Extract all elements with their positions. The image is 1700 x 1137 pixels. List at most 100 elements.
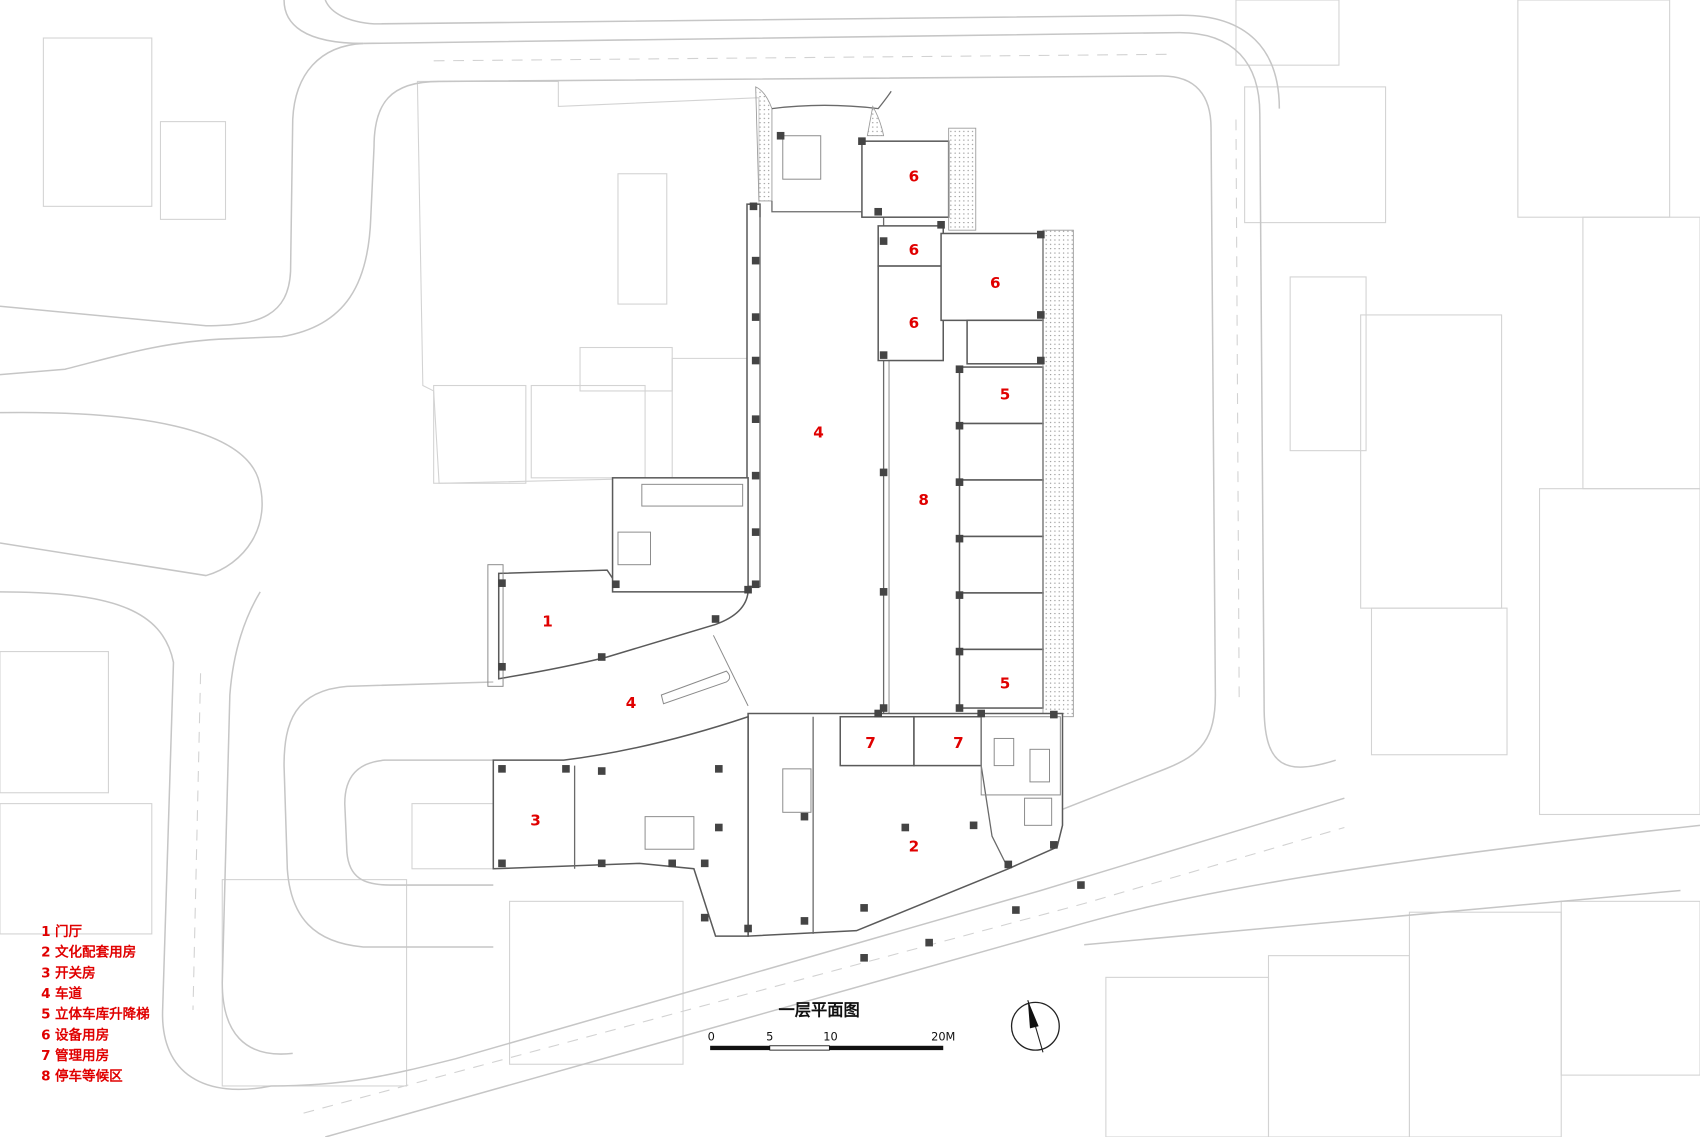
structural-column bbox=[969, 821, 978, 830]
structural-column bbox=[1037, 230, 1045, 239]
structural-column bbox=[1037, 356, 1045, 365]
stair bbox=[980, 716, 1061, 796]
planting-strip bbox=[1042, 229, 1074, 718]
structural-column bbox=[879, 237, 888, 245]
structural-column bbox=[711, 615, 720, 623]
elevator bbox=[617, 531, 651, 566]
scale-label: 0 bbox=[708, 1029, 715, 1043]
scale-label: 10 bbox=[823, 1029, 837, 1043]
parking-lift-room bbox=[958, 592, 1044, 651]
structural-column bbox=[498, 579, 506, 587]
road-centerline bbox=[433, 53, 1171, 62]
structural-column bbox=[879, 704, 888, 712]
road-edge bbox=[221, 591, 293, 1055]
structural-column bbox=[1037, 311, 1045, 319]
structural-column bbox=[700, 859, 709, 868]
structural-column bbox=[751, 471, 760, 480]
core-block bbox=[611, 477, 749, 593]
room-label-management: 7 bbox=[865, 734, 876, 752]
structural-column bbox=[1077, 881, 1085, 889]
room-label-waiting-zone: 8 bbox=[918, 491, 929, 509]
parking-lift-room bbox=[958, 366, 1044, 425]
structural-column bbox=[749, 202, 758, 211]
scale-label: 20M bbox=[931, 1029, 955, 1043]
road-edge bbox=[363, 31, 1336, 768]
road-edge bbox=[344, 759, 494, 886]
structural-column bbox=[562, 765, 570, 773]
structural-column bbox=[860, 904, 868, 912]
structural-column bbox=[751, 580, 760, 589]
parking-lift-room bbox=[958, 535, 1044, 594]
room-label-equipment: 6 bbox=[990, 274, 1001, 292]
structural-column bbox=[597, 767, 606, 775]
structural-column bbox=[612, 580, 620, 589]
road-edge bbox=[0, 80, 440, 376]
structural-column bbox=[498, 859, 506, 868]
structural-column bbox=[879, 351, 888, 359]
structural-column bbox=[955, 704, 964, 712]
structural-column bbox=[901, 823, 910, 832]
management-room bbox=[913, 715, 982, 767]
scale-bar-segment bbox=[829, 1045, 944, 1051]
stair-flight bbox=[1029, 748, 1050, 783]
structural-column bbox=[874, 709, 882, 718]
structural-column bbox=[668, 859, 676, 868]
stair bbox=[644, 816, 695, 850]
entrance-canopy bbox=[487, 564, 504, 687]
room-label-equipment: 6 bbox=[909, 167, 920, 185]
angled-wall bbox=[980, 765, 1009, 870]
structural-column bbox=[751, 528, 760, 536]
road-edge bbox=[325, 824, 1700, 1137]
road-edge bbox=[1084, 889, 1681, 946]
room-labels: 6 6 6 6 5 4 8 1 4 5 7 7 3 2 bbox=[530, 167, 1010, 855]
structural-column bbox=[1050, 710, 1058, 719]
road-edge bbox=[0, 591, 272, 1091]
scale-bar-segment bbox=[769, 1045, 830, 1051]
structural-column bbox=[800, 917, 809, 925]
north-arrow-icon bbox=[1010, 1000, 1060, 1053]
structural-column bbox=[744, 585, 752, 594]
road-centerline bbox=[192, 673, 202, 1010]
parking-lift-room bbox=[958, 479, 1044, 538]
structural-column bbox=[874, 207, 882, 216]
road-edge bbox=[283, 681, 494, 948]
structural-column bbox=[744, 924, 752, 933]
room-label-cultural-facilities: 2 bbox=[909, 837, 920, 855]
management-room bbox=[839, 715, 915, 767]
road-edge bbox=[439, 75, 1217, 821]
drawing-title: 一层平面图 bbox=[778, 1000, 859, 1019]
road-edge bbox=[271, 797, 1345, 1087]
road-centerline bbox=[303, 826, 1345, 1114]
road-edge bbox=[0, 42, 364, 327]
room-label-parking-lift: 5 bbox=[1000, 386, 1011, 404]
structural-column bbox=[955, 421, 964, 430]
structural-column bbox=[858, 137, 866, 145]
structural-column bbox=[498, 662, 506, 671]
room-label-equipment: 6 bbox=[909, 241, 920, 259]
structural-column bbox=[597, 653, 606, 661]
structural-column bbox=[955, 647, 964, 656]
structural-column bbox=[751, 356, 760, 365]
structural-column bbox=[955, 591, 964, 599]
lower-west-block bbox=[492, 715, 749, 937]
structural-column bbox=[715, 823, 723, 832]
structural-column bbox=[955, 478, 964, 486]
drawing-title-block: 一层平面图 0 5 10 20M bbox=[708, 1000, 955, 1051]
stair bbox=[782, 768, 812, 813]
planting-strip bbox=[948, 127, 977, 231]
structural-column bbox=[879, 588, 888, 596]
room-label-equipment: 6 bbox=[909, 314, 920, 332]
structural-column bbox=[925, 938, 933, 947]
structural-column bbox=[937, 220, 945, 229]
parking-lift-room bbox=[958, 648, 1044, 709]
structural-column bbox=[977, 709, 985, 718]
